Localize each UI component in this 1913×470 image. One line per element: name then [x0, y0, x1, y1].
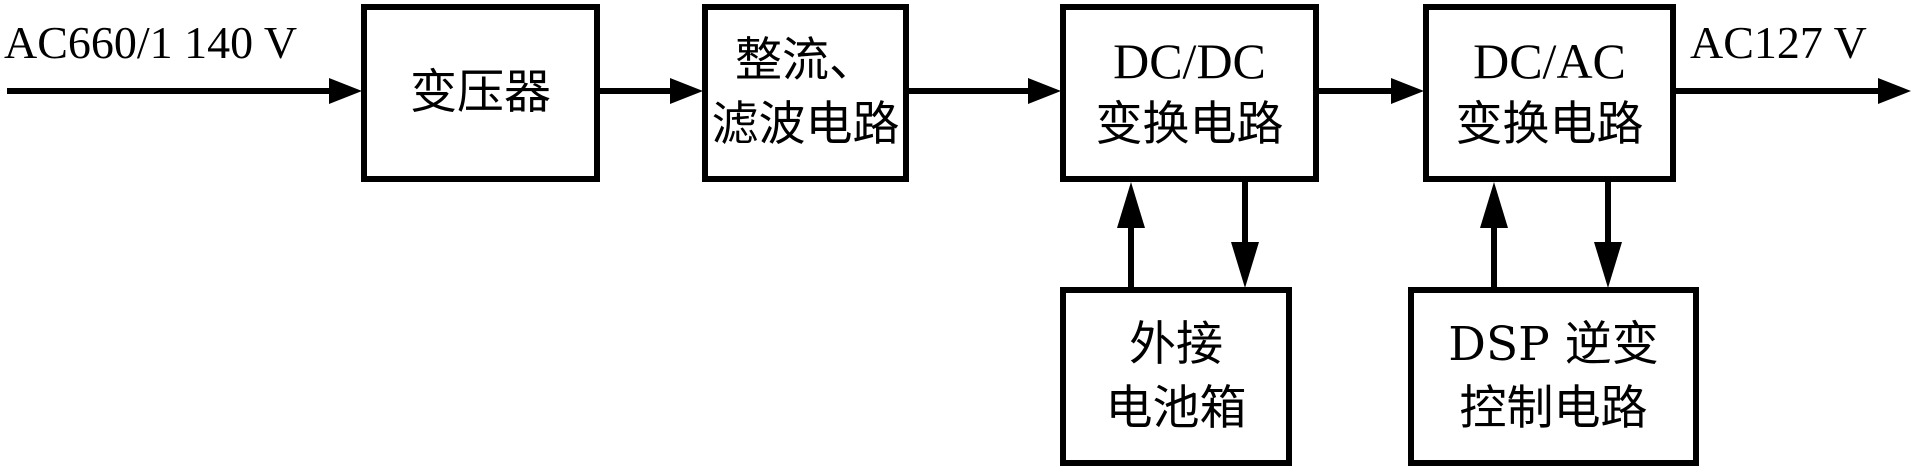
block-label: DC/AC [1473, 33, 1626, 89]
arrowhead [1594, 242, 1622, 288]
dcac-converter-block: DC/AC 变换电路 [1423, 4, 1676, 182]
dcdc-converter-block: DC/DC 变换电路 [1060, 4, 1319, 182]
arrowhead [1117, 182, 1145, 228]
block-label: 变压器 [410, 65, 551, 120]
rectifier-filter-block: 整流、 滤波电路 [702, 4, 909, 182]
block-label: DSP 逆变 [1448, 316, 1659, 372]
transformer-block: 变压器 [361, 4, 600, 182]
arrowhead [1878, 78, 1911, 104]
block-label: 变换电路 [1095, 97, 1284, 152]
battery-box-block: 外接 电池箱 [1060, 287, 1292, 466]
block-label: 滤波电路 [711, 97, 900, 152]
output-voltage-label: AC127 V [1690, 17, 1867, 68]
input-voltage-label: AC660/1 140 V [4, 17, 298, 68]
arrowhead [1391, 78, 1424, 104]
block-label: 外接 [1129, 316, 1223, 372]
arrowhead [329, 78, 362, 104]
block-label: 控制电路 [1459, 380, 1648, 436]
dsp-control-block: DSP 逆变 控制电路 [1408, 287, 1699, 466]
arrowhead [1231, 242, 1259, 288]
arrowhead [670, 78, 703, 104]
block-label: DC/DC [1113, 33, 1266, 89]
block-label: 变换电路 [1455, 97, 1644, 152]
block-label: 整流、 [735, 33, 876, 88]
arrowhead [1480, 182, 1508, 228]
arrowhead [1028, 78, 1061, 104]
block-label: 电池箱 [1105, 380, 1247, 436]
